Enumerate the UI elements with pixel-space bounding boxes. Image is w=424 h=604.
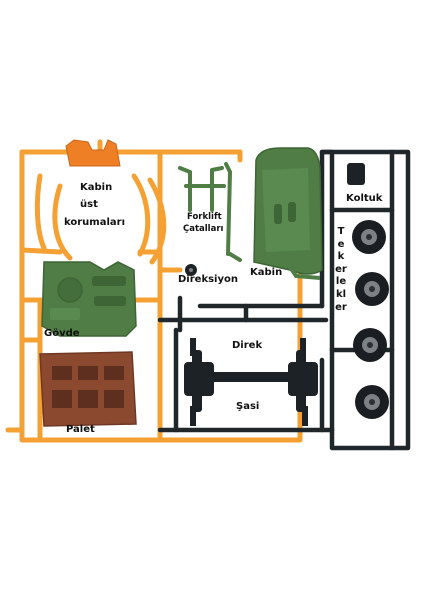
chassis-part [184,338,318,426]
label-kabin: Kabin [250,267,283,278]
wheel-2 [355,272,389,306]
label-govde: Gövde [44,328,80,339]
label-palet: Palet [66,424,95,435]
steering-wheel-part [185,264,197,276]
label-koltuk: Koltuk [346,193,383,204]
pallet-part [39,351,137,427]
wheel-4 [355,385,389,419]
wheels [352,220,389,419]
forklift-forks-part [178,162,242,262]
label-kabin-ust-line2: üst [80,199,98,210]
label-tekerlekler: Tekerlekler [335,226,347,313]
seat-part [347,163,365,185]
label-kabin-ust-line3: korumaları [64,217,126,228]
cabin-top-guard-part [65,139,121,167]
label-sasi: Şasi [236,401,260,412]
label-direksiyon: Direksiyon [178,274,238,285]
label-forklift-line2: Çatalları [183,224,224,234]
cabin-part [253,147,323,280]
wheel-1 [352,220,386,254]
label-direk: Direk [232,340,263,351]
label-kabin-ust-line1: Kabin [80,182,113,193]
body-part [41,261,137,337]
label-forklift-line1: Forklift [187,212,222,222]
wheel-3 [353,328,387,362]
